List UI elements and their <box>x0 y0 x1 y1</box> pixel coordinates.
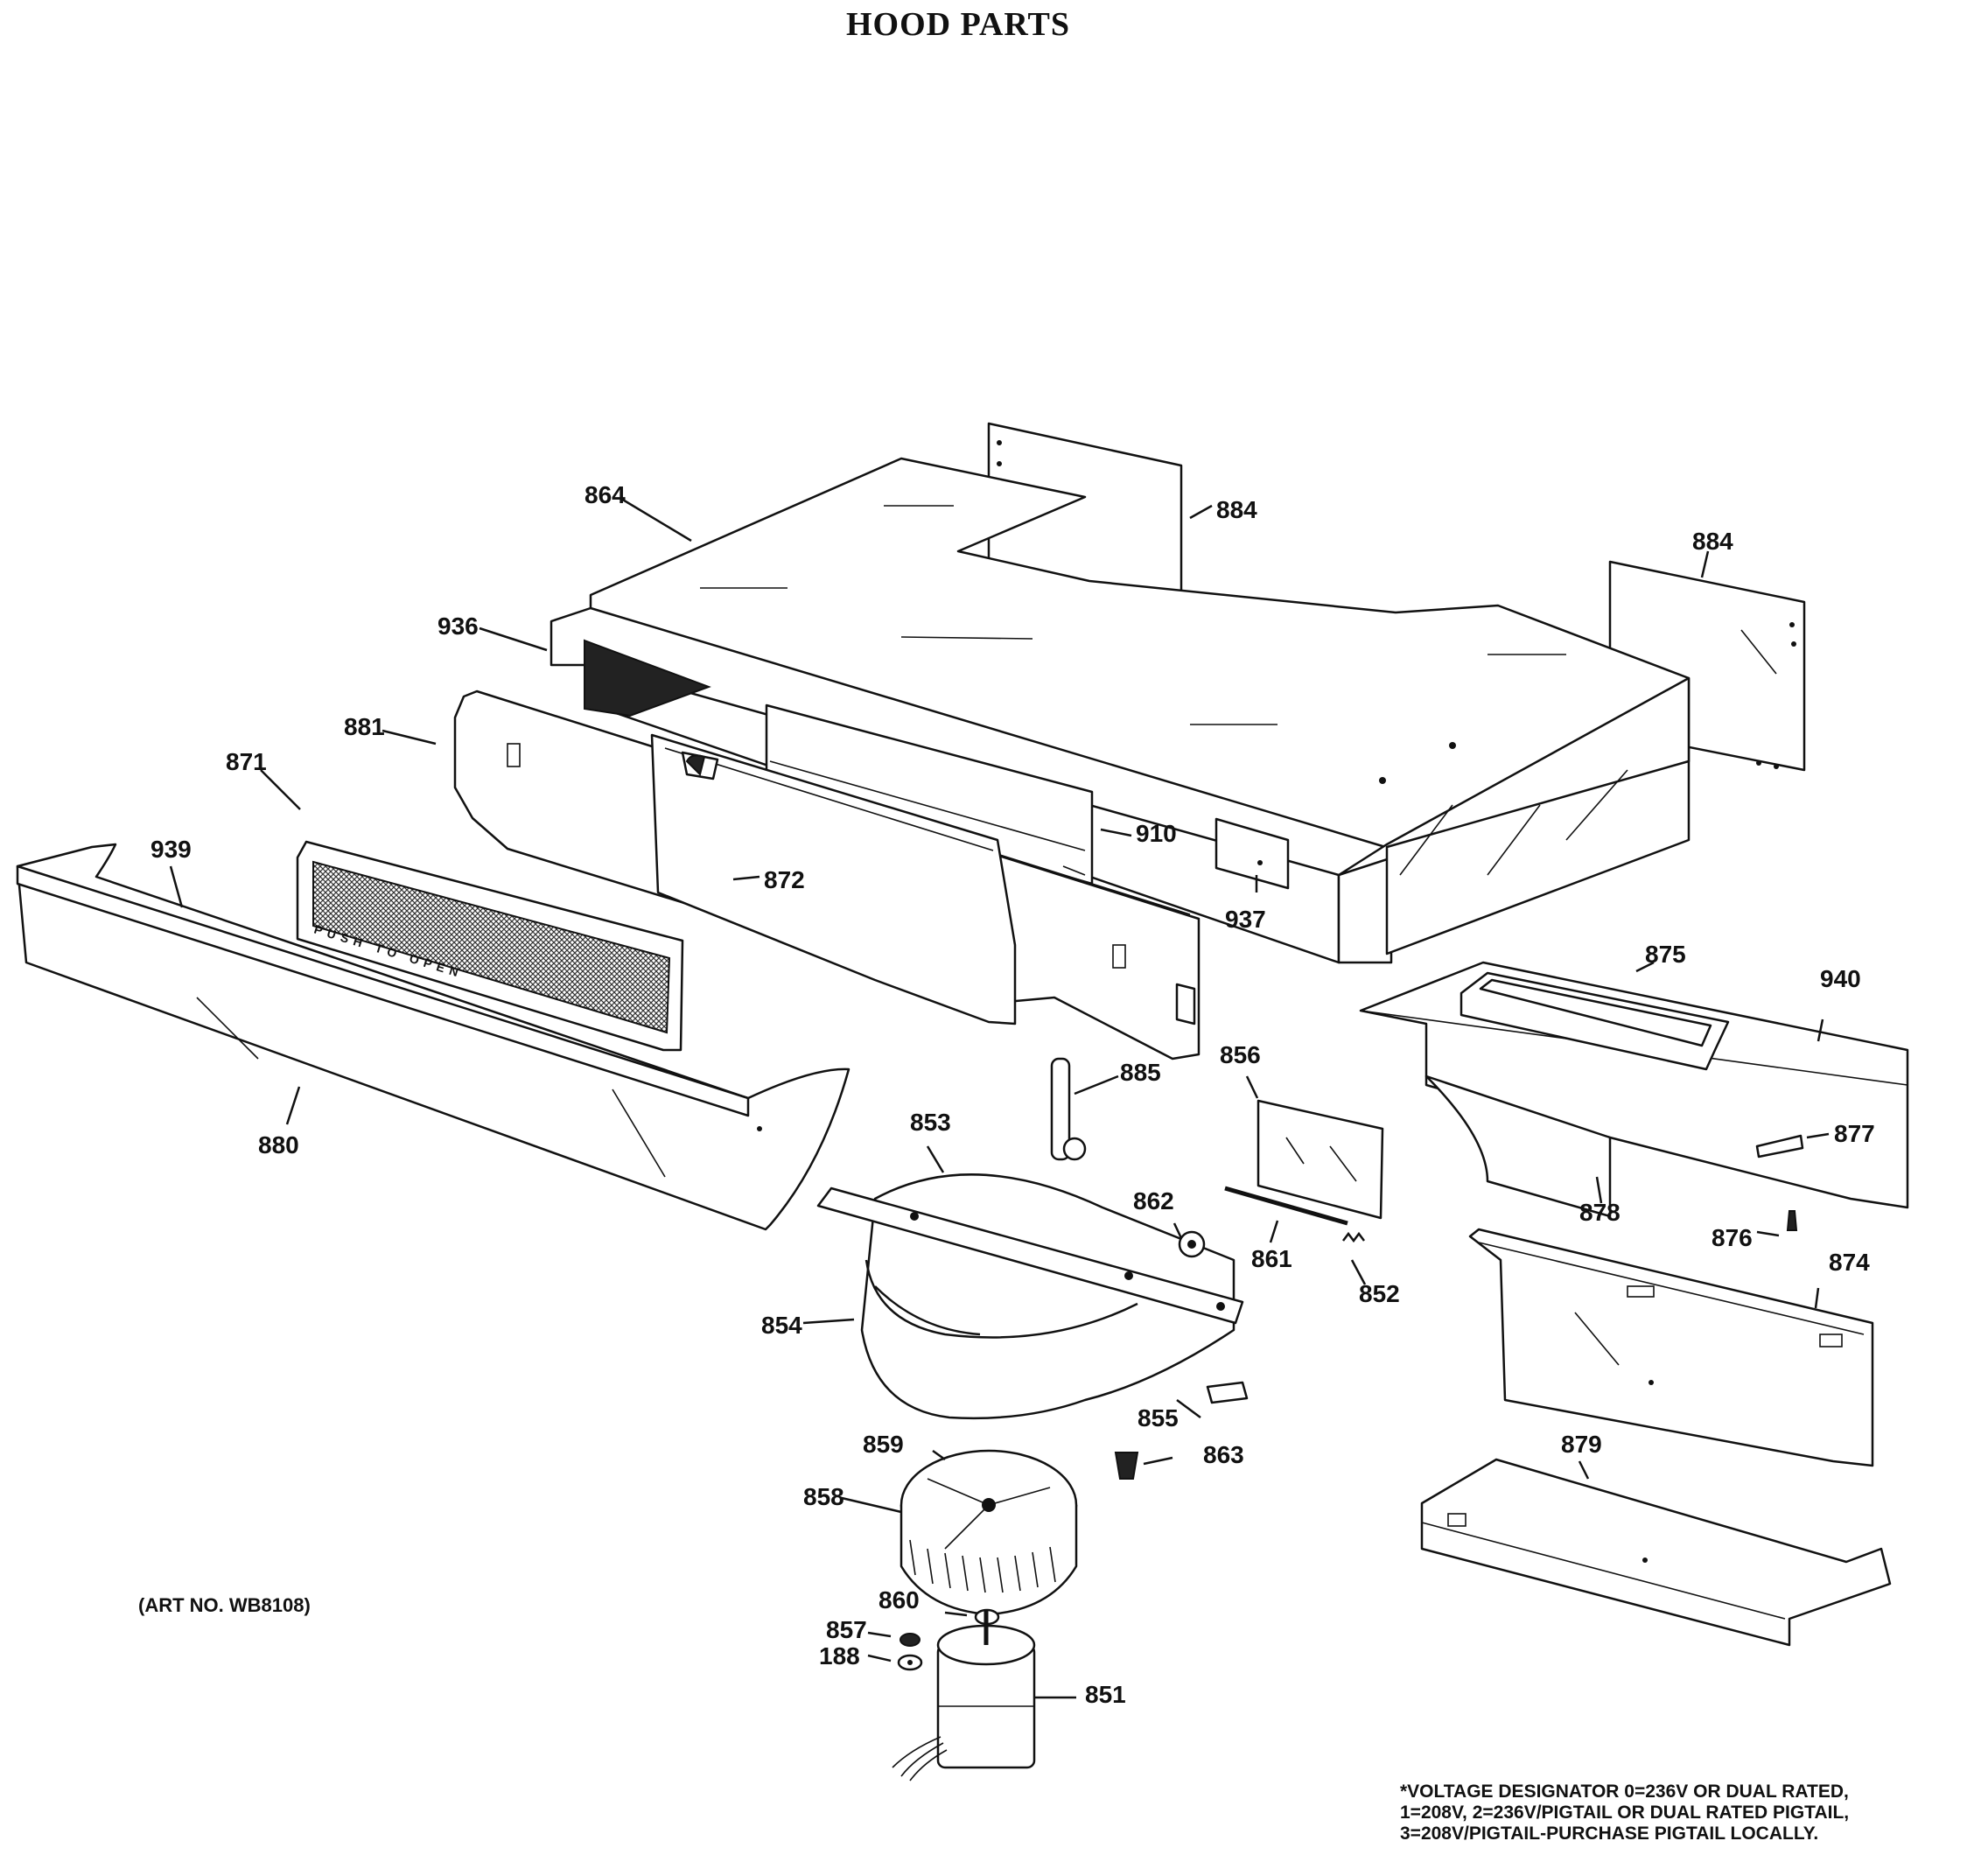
callout-874: 874 <box>1829 1249 1870 1276</box>
callout-labels: 864 884 884 936 881 871 939 910 872 937 … <box>150 481 1875 1708</box>
callout-862: 862 <box>1133 1187 1174 1214</box>
callout-856: 856 <box>1220 1041 1261 1068</box>
callout-863: 863 <box>1203 1441 1244 1468</box>
callout-880: 880 <box>258 1131 299 1158</box>
part-879-base-tray <box>1420 1458 1892 1647</box>
part-880-front-trim: PUSH TO OPEN <box>16 843 850 1231</box>
callout-188: 188 <box>819 1642 860 1670</box>
part-875-collar <box>1460 971 1730 1071</box>
callout-864: 864 <box>584 481 626 508</box>
diagram-title: HOOD PARTS <box>845 6 1071 43</box>
voltage-designator-note: *VOLTAGE DESIGNATOR 0=236V OR DUAL RATED… <box>1400 1782 1960 1844</box>
callout-885: 885 <box>1120 1059 1161 1086</box>
part-864-hood-body <box>550 457 1690 964</box>
callout-861: 861 <box>1251 1245 1292 1272</box>
callout-860: 860 <box>878 1586 920 1614</box>
part-862-nut <box>1178 1230 1206 1258</box>
callout-852: 852 <box>1359 1280 1400 1307</box>
note-line: 3=208V/PIGTAIL-PURCHASE PIGTAIL LOCALLY. <box>1400 1824 1819 1844</box>
callout-879: 879 <box>1561 1431 1602 1458</box>
part-871-filter <box>296 840 684 1052</box>
part-852-spring <box>1342 1231 1365 1243</box>
callout-872: 872 <box>764 866 805 893</box>
part-188-washer <box>897 1654 923 1671</box>
callout-910: 910 <box>1136 820 1177 847</box>
callout-857: 857 <box>826 1616 867 1643</box>
callout-884-left: 884 <box>1216 496 1257 523</box>
callout-859: 859 <box>863 1431 904 1458</box>
callout-851: 851 <box>1085 1681 1126 1708</box>
part-856-lens <box>1256 1099 1384 1220</box>
callout-854: 854 <box>761 1312 802 1339</box>
note-line: 1=208V, 2=236V/PIGTAIL OR DUAL RATED PIG… <box>1400 1802 1850 1823</box>
art-number: (ART NO. WB8108) <box>138 1594 311 1616</box>
part-851-motor <box>892 1610 1036 1782</box>
part-858-blower-wheel <box>900 1449 1078 1616</box>
callout-936: 936 <box>438 612 479 640</box>
part-874-damper-plate <box>1468 1228 1874 1467</box>
part-855-clip <box>1206 1381 1249 1404</box>
part-877-bracket <box>1755 1134 1804 1158</box>
callout-878: 878 <box>1579 1199 1620 1226</box>
part-885-latch <box>1050 1057 1087 1161</box>
part-940-duct-housing <box>1359 961 1909 1218</box>
part-876-screw <box>1786 1210 1798 1231</box>
part-857-washer <box>900 1633 920 1647</box>
callout-855: 855 <box>1138 1404 1179 1432</box>
callout-877: 877 <box>1834 1120 1875 1147</box>
callout-881: 881 <box>344 713 385 740</box>
note-line: *VOLTAGE DESIGNATOR 0=236V OR DUAL RATED… <box>1400 1782 1849 1802</box>
callout-853: 853 <box>910 1109 951 1136</box>
callout-884-right: 884 <box>1692 528 1733 555</box>
part-937-clip <box>1214 817 1290 890</box>
part-853-blower-bracket <box>816 1186 1244 1325</box>
part-863-grommet <box>1114 1452 1139 1480</box>
callout-939: 939 <box>150 836 192 863</box>
callout-871: 871 <box>226 748 267 775</box>
callout-876: 876 <box>1712 1224 1753 1251</box>
leader-lines <box>169 497 1830 1699</box>
part-861-rod <box>1224 1186 1348 1226</box>
callout-937: 937 <box>1225 906 1266 933</box>
part-872-switch-bracket <box>650 733 1017 1026</box>
callout-875: 875 <box>1645 941 1686 968</box>
callout-940: 940 <box>1820 965 1861 992</box>
callout-858: 858 <box>803 1483 844 1510</box>
